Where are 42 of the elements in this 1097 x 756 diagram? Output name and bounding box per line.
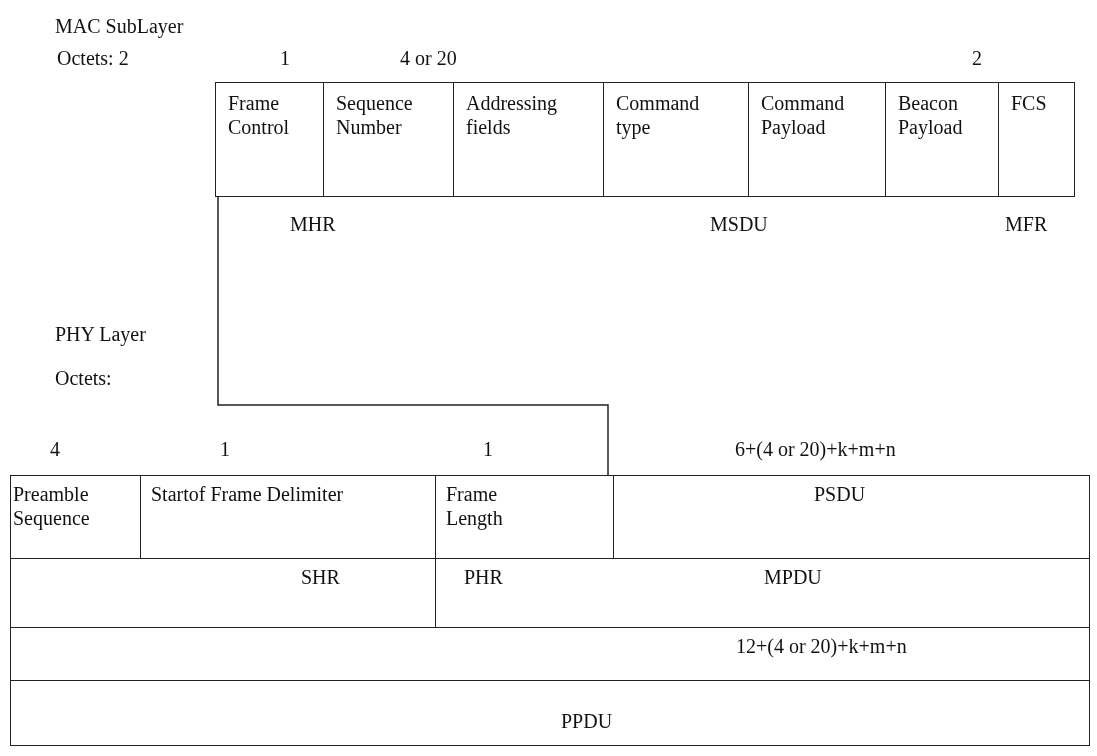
part-name: MSDU [710,212,768,236]
field-name: Command Payload [761,91,846,139]
field-name: Addressing fields [466,91,559,139]
field-name: PSDU [814,482,866,506]
octet-count: 2 [972,46,982,70]
frame-field [10,627,1090,681]
frame-field [215,82,324,197]
octet-count: Octets: 2 [57,46,129,70]
field-name: FCS [1011,91,1047,115]
frame-field [603,82,749,197]
octet-count: 1 [483,437,493,461]
field-name: MPDU [764,565,822,589]
octet-count: Octets: [55,366,112,390]
layer-title: PHY Layer [55,322,146,346]
field-name: Frame Control [228,91,291,139]
field-name: PHR [464,565,503,589]
field-name: Frame Length [446,482,504,530]
part-name: MHR [290,212,336,236]
field-name: 12+(4 or 20)+k+m+n [736,634,907,658]
field-name: PPDU [561,709,613,733]
field-name: Sequence Number [336,91,414,139]
frame-field [323,82,454,197]
layer-title: MAC SubLayer [55,14,184,38]
field-name: SHR [301,565,340,589]
frame-field [885,82,999,197]
frame-field [10,680,1090,746]
field-name: Command type [616,91,701,139]
field-name: Preamble Sequence [13,482,91,530]
frame-field [453,82,604,197]
octet-count: 1 [280,46,290,70]
field-name: Beacon Payload [898,91,964,139]
frame-field [748,82,886,197]
frame-field [613,475,1090,559]
octet-count: 1 [220,437,230,461]
octet-count: 4 or 20 [400,46,457,70]
octet-count: 4 [50,437,60,461]
frame-field [10,475,141,559]
field-name: Startof Frame Delimiter [151,482,344,506]
octet-count: 6+(4 or 20)+k+m+n [735,437,896,461]
frame-field [998,82,1075,197]
part-name: MFR [1005,212,1048,236]
connector-line [217,196,609,476]
